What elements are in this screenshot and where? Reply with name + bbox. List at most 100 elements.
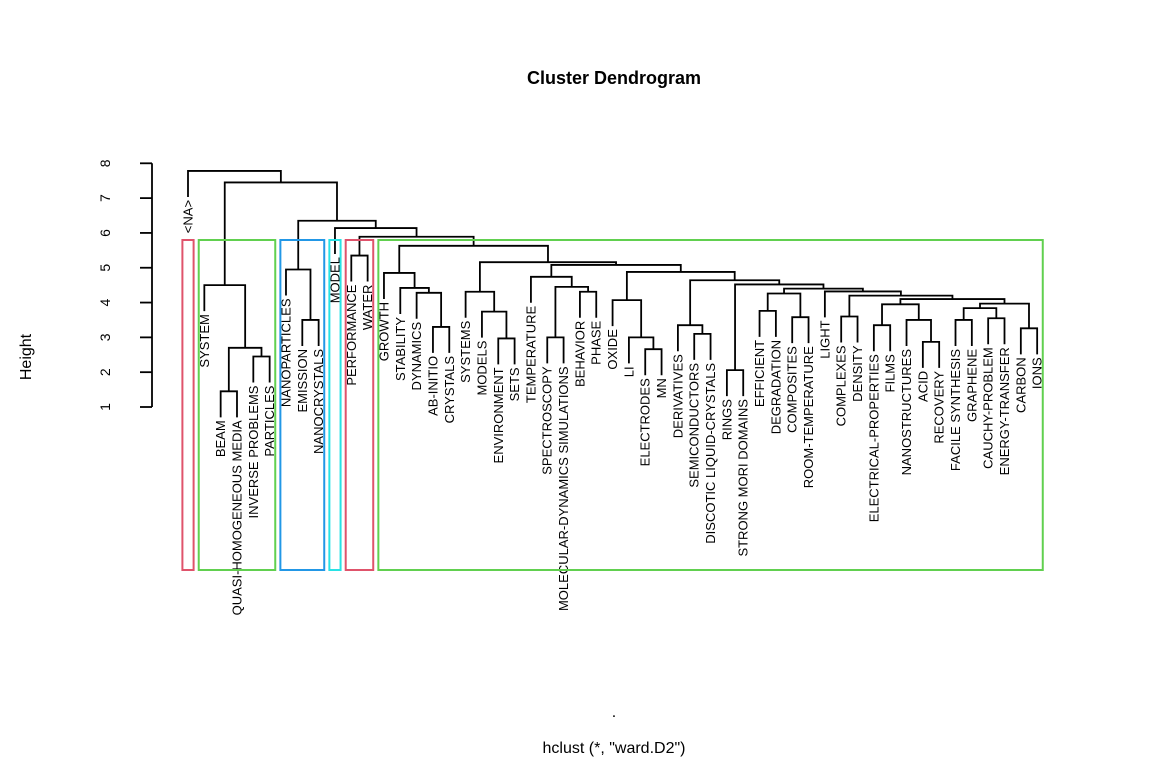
dendrogram-link: [725, 369, 745, 397]
leaf-label: ENVIRONMENT: [491, 367, 506, 463]
dendrogram-link: [301, 319, 320, 346]
leaf-label: CARBON: [1013, 357, 1028, 413]
cluster-rect: [344, 239, 375, 571]
y-axis-tick-label: 2: [97, 368, 113, 376]
y-axis-tick-label: 1: [97, 403, 113, 411]
leaf-label: WATER: [360, 285, 375, 331]
dendrogram-link: [481, 310, 508, 339]
y-axis-title: Height: [18, 333, 35, 381]
leaf-label: IONS: [1030, 357, 1045, 389]
dendrogram-link: [497, 337, 516, 365]
leaf-label: MODELS: [474, 340, 489, 395]
dendrogram-link: [766, 292, 802, 318]
dendrogram-link: [398, 244, 549, 273]
leaf-label: PERFORMANCE: [344, 284, 359, 385]
leaf-label: CRYSTALS: [442, 356, 457, 424]
leaf-label: STRONG MORI DOMAINS: [736, 399, 751, 557]
leaf-label: FACILE SYNTHESIS: [948, 349, 963, 471]
dendrogram-link: [881, 303, 920, 326]
leaf-label: EFFICIENT: [752, 340, 767, 407]
leaf-label: PHASE: [589, 320, 604, 364]
leaf-label: MN: [654, 378, 669, 398]
leaf-label: BEHAVIOR: [572, 321, 587, 387]
y-axis-tick-label: 7: [97, 194, 113, 202]
dendrogram-link: [677, 324, 704, 352]
dendrogram-link: [227, 346, 263, 392]
leaf-label: GRAPHENE: [964, 349, 979, 422]
dendrogram-link: [579, 290, 598, 318]
leaf-label: CAUCHY-PROBLEM: [981, 347, 996, 469]
dendrogram-link: [350, 254, 369, 282]
leaf-label: DEGRADATION: [768, 340, 783, 434]
leaf-label: NANOSTRUCTURES: [899, 349, 914, 476]
dendrogram-link: [628, 336, 655, 364]
leaf-label: DENSITY: [850, 345, 865, 402]
leaf-label: ELECTRODES: [638, 378, 653, 466]
leaf-label: NANOCRYSTALS: [311, 349, 326, 454]
leaf-label: LI: [621, 366, 636, 377]
cluster-rect: [197, 239, 277, 571]
leaf-label: SYSTEMS: [458, 320, 473, 382]
leaf-label: SETS: [507, 367, 522, 401]
leaf-label: COMPOSITES: [785, 346, 800, 433]
leaf-label: OXIDE: [605, 329, 620, 370]
dendrogram-link: [432, 326, 451, 353]
dendrogram-link: [550, 264, 682, 277]
leaf-label: RECOVERY: [932, 371, 947, 444]
cluster-rect: [328, 239, 342, 571]
leaf-label: ELECTRICAL-PROPERTIES: [866, 354, 881, 522]
leaf-label: TEMPERATURE: [523, 305, 538, 403]
method-subtitle: hclust (*, "ward.D2"): [542, 740, 686, 757]
leaf-label: ROOM-TEMPERATURE: [801, 346, 816, 488]
dendrogram-link: [987, 317, 1006, 345]
y-axis-tick-label: 5: [97, 264, 113, 272]
leaf-label: SPECTROSCOPY: [540, 366, 555, 475]
dendrogram-link: [252, 355, 271, 383]
leaf-label: STABILITY: [393, 317, 408, 381]
leaf-label: DERIVATIVES: [670, 354, 685, 438]
leaf-label: AB-INITIO: [425, 356, 440, 416]
leaf-label: DYNAMICS: [409, 321, 424, 390]
y-axis-tick-label: 8: [97, 159, 113, 167]
dendrogram-link: [383, 272, 416, 299]
dendrogram-link: [954, 319, 973, 346]
leaf-label: MODEL: [327, 257, 342, 303]
dendrogram-link: [758, 310, 777, 337]
leaf-label: RINGS: [719, 399, 734, 441]
leaf-label: BEAM: [213, 420, 228, 457]
leaf-label: COMPLEXES: [834, 345, 849, 426]
y-axis-tick-label: 6: [97, 229, 113, 237]
dendrogram-link: [840, 315, 859, 343]
chart-title: Cluster Dendrogram: [526, 68, 702, 88]
dendrogram-link: [546, 336, 565, 364]
leaf-label: ENERGY-TRANSFER: [997, 347, 1012, 475]
leaf-label: QUASI-HOMOGENEOUS MEDIA: [229, 420, 244, 615]
leaf-label: NANOPARTICLES: [278, 298, 293, 407]
dendrogram-link: [219, 390, 238, 418]
cluster-rect: [377, 239, 1044, 571]
y-axis-tick-label: 4: [97, 298, 113, 306]
cluster-rect: [279, 239, 326, 571]
dendrogram-link: [464, 290, 496, 318]
dendrogram-link: [334, 227, 418, 255]
leaf-label: LIGHT: [817, 320, 832, 358]
x-axis-label: .: [611, 704, 617, 721]
dendrogram-link: [644, 348, 663, 376]
leaf-label: FILMS: [883, 354, 898, 393]
leaf-label: SEMICONDUCTORS: [687, 363, 702, 488]
leaf-label: ACID: [915, 371, 930, 402]
cluster-rect: [181, 239, 195, 571]
dendrogram-link: [399, 287, 430, 314]
y-axis-tick-label: 3: [97, 333, 113, 341]
dendrogram-link: [693, 332, 712, 360]
leaf-label: EMISSION: [295, 349, 310, 413]
dendrogram-link: [1019, 327, 1039, 355]
leaf-label: DISCOTIC LIQUID-CRYSTALS: [703, 363, 718, 544]
dendrogram-link: [921, 341, 941, 368]
leaf-label: SYSTEM: [197, 314, 212, 367]
leaf-label: PARTICLES: [262, 385, 277, 456]
dendrogram-link: [625, 271, 736, 301]
dendrogram-link: [187, 170, 282, 197]
